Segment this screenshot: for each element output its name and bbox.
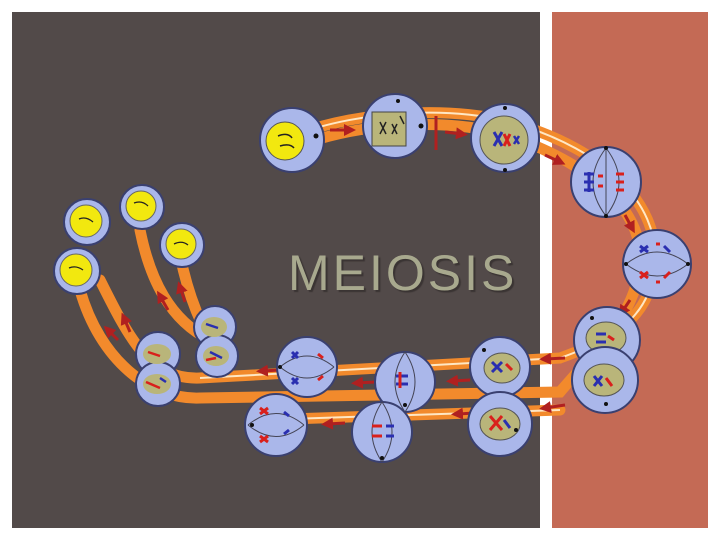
cell-metaphase-1 (570, 146, 642, 218)
cell-telophase-2-pair-b (135, 331, 181, 407)
cell-interphase-replicated (362, 93, 428, 159)
gamete-cells (53, 184, 205, 295)
cell-anaphase-2-bottom (244, 393, 308, 457)
progression-arrows (103, 124, 635, 430)
cell-interphase (259, 107, 325, 173)
cell-telophase-2-pair-a (193, 305, 239, 378)
cell-prophase-1 (470, 103, 540, 173)
slide-title: MEIOSIS (288, 245, 518, 301)
cell-metaphase-2-bottom (351, 401, 413, 463)
cell-anaphase-2-top (276, 336, 338, 398)
cell-telophase-1-bottom (571, 346, 639, 414)
cell-anaphase-1 (622, 229, 692, 299)
cell-prophase-2-bottom (467, 391, 533, 457)
cell-prophase-2-top (469, 336, 531, 398)
